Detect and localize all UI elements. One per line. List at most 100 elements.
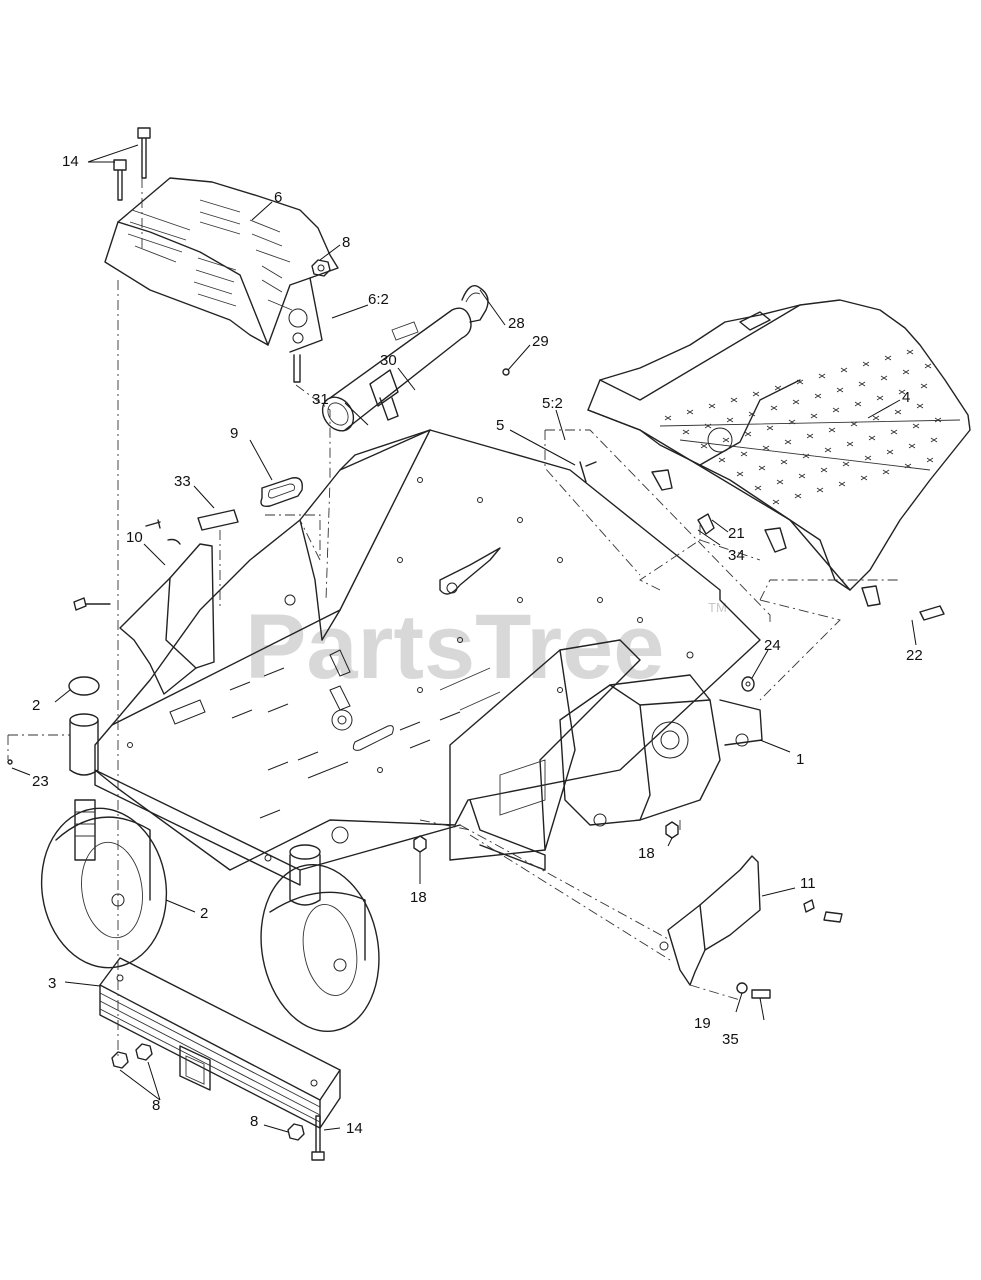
callout-23: 23	[32, 773, 49, 790]
platform-perforation	[862, 361, 870, 367]
platform-perforation	[796, 379, 804, 385]
platform-perforation	[744, 431, 752, 437]
platform-perforation	[664, 415, 672, 421]
platform-perforation	[886, 449, 894, 455]
callout-6: 6	[274, 189, 282, 206]
part-14-bolt-lower	[311, 1115, 325, 1161]
callout-labels: 14 6 8 6:2 28 29 30 31 5:2 5 4 9 33 10 2…	[32, 153, 923, 1137]
part-2-front-caster-wheel	[260, 844, 380, 1033]
platform-perforation	[858, 381, 866, 387]
callout-8-bottom: 8	[250, 1113, 258, 1130]
callout-2-wheel: 2	[200, 905, 208, 922]
callout-14-bottom: 14	[346, 1120, 363, 1137]
platform-perforation	[802, 453, 810, 459]
platform-perforation	[904, 463, 912, 469]
platform-perforation	[762, 445, 770, 451]
platform-perforation	[850, 421, 858, 427]
platform-perforation	[842, 461, 850, 467]
watermark-trademark: TM	[708, 600, 727, 615]
platform-perforation	[774, 385, 782, 391]
platform-perforation	[818, 373, 826, 379]
platform-perforation	[824, 447, 832, 453]
part-29-screw	[502, 368, 510, 376]
platform-perforation	[730, 397, 738, 403]
callout-11: 11	[800, 875, 816, 892]
part-11-right-bracket	[659, 855, 843, 986]
callout-22: 22	[906, 647, 923, 664]
part-23-pin	[7, 759, 13, 765]
platform-perforation	[686, 409, 694, 415]
platform-perforation	[898, 389, 906, 395]
platform-perforation	[766, 425, 774, 431]
callout-2-cap: 2	[32, 697, 40, 714]
platform-perforation	[758, 465, 766, 471]
platform-perforation	[704, 423, 712, 429]
platform-perforation	[776, 479, 784, 485]
part-3-hitch-bar	[99, 957, 341, 1129]
part-2-left-caster-wheel	[40, 799, 168, 969]
callout-3: 3	[48, 975, 56, 992]
platform-perforation	[828, 427, 836, 433]
platform-perforation	[902, 369, 910, 375]
callout-5-2: 5:2	[542, 395, 563, 412]
platform-perforation	[754, 485, 762, 491]
platform-perforation	[916, 403, 924, 409]
platform-perforation	[908, 443, 916, 449]
part-14-bolts-top	[113, 127, 151, 201]
platform-perforation	[780, 459, 788, 465]
callout-10: 10	[126, 529, 143, 546]
platform-perforation	[814, 393, 822, 399]
part-33-decal	[197, 509, 239, 531]
callout-18-right: 18	[638, 845, 655, 862]
part-4-foot-platform	[587, 299, 971, 607]
platform-perforation	[884, 355, 892, 361]
platform-perforation	[772, 499, 780, 505]
assembly-centerlines	[7, 178, 900, 1116]
platform-perforation	[784, 439, 792, 445]
part-30-tube	[321, 307, 472, 432]
platform-perforation	[700, 443, 708, 449]
part-22-bolt	[919, 605, 945, 621]
watermark-text: PartsTree	[245, 596, 664, 698]
part-4-platform-perforations	[664, 349, 942, 505]
platform-perforation	[736, 471, 744, 477]
callout-29: 29	[532, 333, 549, 350]
callout-9: 9	[230, 425, 238, 442]
platform-perforation	[798, 473, 806, 479]
platform-perforation	[912, 423, 920, 429]
platform-perforation	[770, 405, 778, 411]
callout-8-hitch: 8	[152, 1097, 160, 1114]
platform-perforation	[836, 387, 844, 393]
platform-perforation	[792, 399, 800, 405]
platform-perforation	[924, 363, 932, 369]
platform-perforation	[880, 375, 888, 381]
callout-4: 4	[902, 389, 910, 406]
platform-perforation	[894, 409, 902, 415]
part-31-clamp	[369, 369, 399, 421]
part-8-nut-shield	[311, 259, 331, 277]
part-35-bolt	[751, 989, 771, 999]
part-9-grommet	[260, 477, 303, 508]
callout-19: 19	[694, 1015, 711, 1032]
part-10-left-bracket	[73, 519, 215, 695]
platform-perforation	[864, 455, 872, 461]
part-2-caster-sleeve	[69, 713, 99, 776]
platform-perforation	[926, 457, 934, 463]
platform-perforation	[748, 411, 756, 417]
part-5-cover-plate	[544, 429, 771, 625]
platform-perforation	[820, 467, 828, 473]
part-1-main-frame	[94, 429, 763, 886]
part-6-engine-shield	[104, 177, 339, 383]
part-24-washer	[741, 676, 755, 692]
part-19-washer	[736, 982, 748, 994]
platform-perforation	[838, 481, 846, 487]
callout-18-left: 18	[410, 889, 427, 906]
part-8-nuts-lower	[111, 1043, 305, 1141]
platform-perforation	[854, 401, 862, 407]
platform-perforation	[840, 367, 848, 373]
leader-lines	[11, 144, 917, 1133]
platform-perforation	[718, 457, 726, 463]
callout-24: 24	[764, 637, 781, 654]
part-2-cap	[68, 676, 100, 696]
